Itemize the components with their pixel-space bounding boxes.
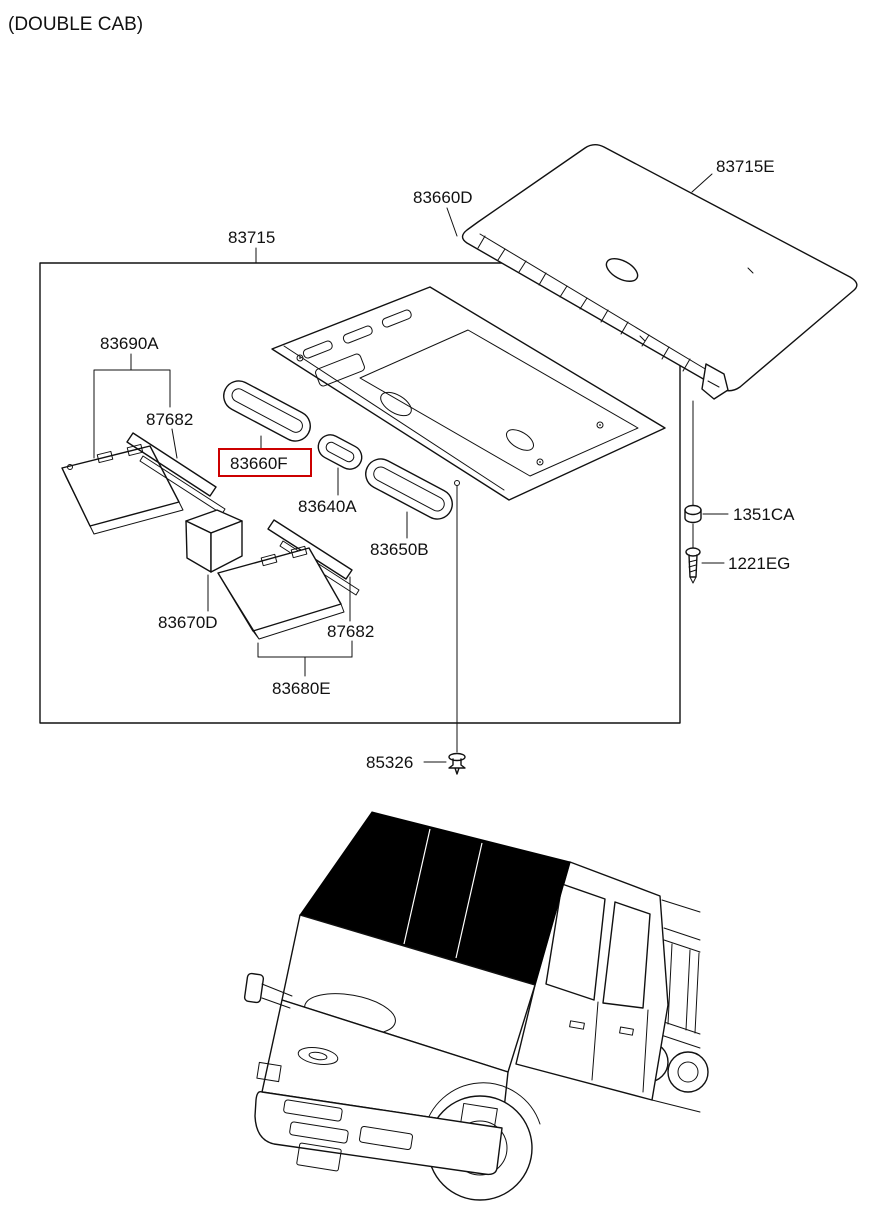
screw-icon bbox=[685, 547, 701, 584]
truck-bumper bbox=[254, 1090, 503, 1176]
headlining-drawing bbox=[271, 286, 666, 501]
overhead-box-drawing bbox=[185, 509, 243, 573]
sunvisor-rh-thickness bbox=[217, 572, 345, 640]
label-map-lamp-garnish[interactable]: 83640A bbox=[298, 497, 357, 516]
overhead-box-side bbox=[210, 520, 243, 573]
console-garnish-outer bbox=[223, 380, 311, 442]
headlining-rear-section-seam bbox=[359, 329, 639, 477]
roof-front-band-line bbox=[479, 233, 713, 374]
label-headlining-assembly[interactable]: 83715 bbox=[228, 228, 275, 247]
map-lamp-garnish-drawing bbox=[317, 434, 363, 470]
label-overhead-box[interactable]: 83670D bbox=[158, 613, 218, 632]
truck-rear-door-window bbox=[602, 901, 651, 1009]
truck-bed bbox=[651, 899, 701, 1113]
label-nut[interactable]: 1351CA bbox=[733, 505, 795, 524]
truck-emblem-inner bbox=[308, 1051, 328, 1061]
console-garnish-drawing bbox=[223, 380, 311, 442]
label-screw[interactable]: 1221EG bbox=[728, 554, 790, 573]
retainer-lower-strip bbox=[267, 519, 353, 580]
label-console-garnish-highlighted[interactable]: 83660F bbox=[230, 454, 288, 473]
console-garnish-inner bbox=[231, 388, 303, 433]
label-retainer-lower[interactable]: 87682 bbox=[327, 622, 374, 641]
sunvisor-lh-face bbox=[61, 445, 180, 527]
headlining-front-edge-line bbox=[283, 345, 505, 491]
truck-door-seams bbox=[591, 1001, 649, 1093]
roof-antenna-hole bbox=[605, 258, 639, 282]
part-callouts: 83715E 83660D 83715 83690A 87682 83660F … bbox=[100, 157, 795, 772]
roof-panel-outline bbox=[461, 144, 858, 392]
roof-mount-bracket bbox=[701, 363, 729, 400]
clip-attachment-point bbox=[454, 480, 460, 486]
label-sunvisor-lh[interactable]: 83690A bbox=[100, 334, 159, 353]
headlining-lamp-opening-rear bbox=[505, 429, 535, 451]
truck-roof-seams bbox=[403, 828, 483, 959]
headlining-slot-3 bbox=[381, 309, 412, 328]
sunvisor-rh-drawing bbox=[217, 545, 345, 640]
assembly-boundary-box bbox=[39, 262, 681, 724]
roof-panel-drawing bbox=[461, 144, 858, 400]
truck-door-handle-rear bbox=[619, 1026, 634, 1036]
roof-mount-bracket-line bbox=[707, 380, 720, 388]
truck-emblem bbox=[297, 1047, 339, 1065]
label-clip[interactable]: 85326 bbox=[366, 753, 413, 772]
sunvisor-lh-tab-1 bbox=[96, 450, 114, 464]
label-rear-lamp-garnish[interactable]: 83650B bbox=[370, 540, 429, 559]
roof-mark-1 bbox=[747, 267, 754, 274]
nut-icon bbox=[684, 504, 702, 524]
retainer-lower-bar bbox=[279, 540, 360, 596]
truck-illustration bbox=[243, 811, 709, 1201]
label-retainer-upper[interactable]: 87682 bbox=[146, 410, 193, 429]
headlining-clip-marks bbox=[296, 354, 604, 466]
headlining-slot-2 bbox=[342, 325, 373, 344]
truck-bumper-slot-1 bbox=[283, 1099, 343, 1122]
sunvisor-rh-tab-2 bbox=[290, 545, 308, 559]
page-title: (DOUBLE CAB) bbox=[8, 14, 143, 35]
truck-front-door-window bbox=[545, 883, 606, 1001]
leader-lines bbox=[93, 173, 729, 763]
label-roof-front-rail[interactable]: 83660D bbox=[413, 188, 473, 207]
headlining-slot-1 bbox=[302, 340, 333, 359]
truck-mirror bbox=[243, 972, 293, 1009]
map-lamp-garnish-inner bbox=[325, 441, 355, 463]
highlight-box bbox=[218, 448, 312, 477]
label-roof-panel[interactable]: 83715E bbox=[716, 157, 775, 176]
label-sunvisor-rh[interactable]: 83680E bbox=[272, 679, 331, 698]
retainer-lower-drawing bbox=[267, 519, 360, 596]
headlining-outline bbox=[271, 286, 666, 501]
sunvisor-lh-pivot bbox=[67, 464, 73, 470]
retainer-upper-strip bbox=[126, 432, 217, 497]
sunvisor-rh-tab-1 bbox=[260, 553, 278, 567]
clip-icon bbox=[448, 752, 466, 775]
sunvisor-lh-drawing bbox=[61, 443, 184, 535]
rear-lamp-garnish-inner bbox=[373, 466, 445, 512]
truck-bumper-slot-2 bbox=[289, 1121, 349, 1144]
rear-lamp-garnish-drawing bbox=[365, 458, 453, 520]
sunvisor-lh-thickness bbox=[61, 467, 184, 535]
map-lamp-garnish-outer bbox=[317, 434, 363, 470]
truck-license-plate bbox=[296, 1142, 342, 1172]
roof-mark-2 bbox=[639, 335, 646, 342]
truck-door-handle-front bbox=[569, 1020, 585, 1030]
headlining-lamp-opening-front bbox=[380, 391, 412, 417]
rear-lamp-garnish-outer bbox=[365, 458, 453, 520]
roof-front-band-hatch bbox=[477, 235, 711, 384]
truck-bumper-slot-3 bbox=[359, 1125, 413, 1151]
headlining-console-opening bbox=[315, 353, 365, 387]
truck-headlight-left bbox=[256, 1061, 282, 1083]
